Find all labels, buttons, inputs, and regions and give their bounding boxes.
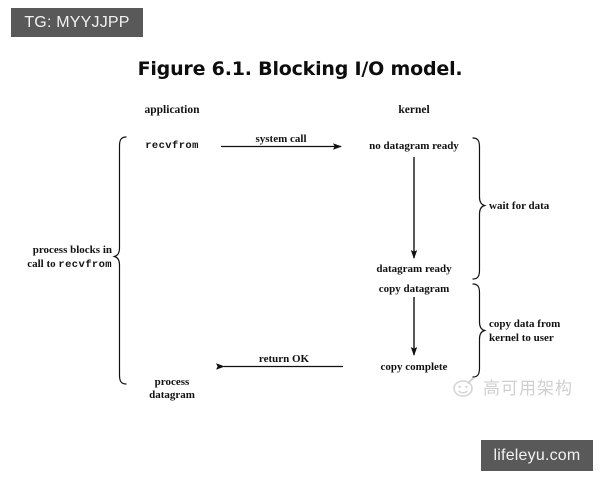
site-badge: lifeleyu.com xyxy=(481,440,593,471)
arrow-label-system-call: system call xyxy=(255,133,307,145)
wait-for-data-brace xyxy=(472,137,487,280)
tg-badge: TG: MYYJJPP xyxy=(11,8,143,37)
column-header-kernel: kernel xyxy=(398,104,430,116)
bracket-label-wait-for-data: wait for data xyxy=(489,200,550,212)
copy-data-line1: copy data from xyxy=(489,318,561,330)
process-blocks-line2-mono: recvfrom xyxy=(58,259,112,271)
node-datagram-ready: datagram ready xyxy=(376,263,452,275)
node-process-datagram-line2: datagram xyxy=(149,389,195,401)
node-no-datagram-ready: no datagram ready xyxy=(369,140,459,152)
copy-data-line2: kernel to user xyxy=(489,332,554,344)
process-blocks-line2-prefix: call to xyxy=(27,258,59,270)
arrow-label-return-ok: return OK xyxy=(258,353,310,365)
figure-title: Figure 6.1. Blocking I/O model. xyxy=(137,58,463,80)
copy-data-brace xyxy=(472,283,487,378)
node-process-datagram-line1: process xyxy=(154,376,190,388)
column-header-application: application xyxy=(144,104,200,116)
process-blocks-brace xyxy=(112,136,127,385)
node-copy-complete: copy complete xyxy=(380,361,448,373)
node-recvfrom: recvfrom xyxy=(145,140,199,152)
process-blocks-line1: process blocks in xyxy=(32,244,112,256)
node-copy-datagram: copy datagram xyxy=(378,283,450,295)
bracket-label-copy-data: copy data from kernel to user xyxy=(489,317,560,345)
bracket-label-process-blocks: process blocks in call to recvfrom xyxy=(27,243,112,272)
